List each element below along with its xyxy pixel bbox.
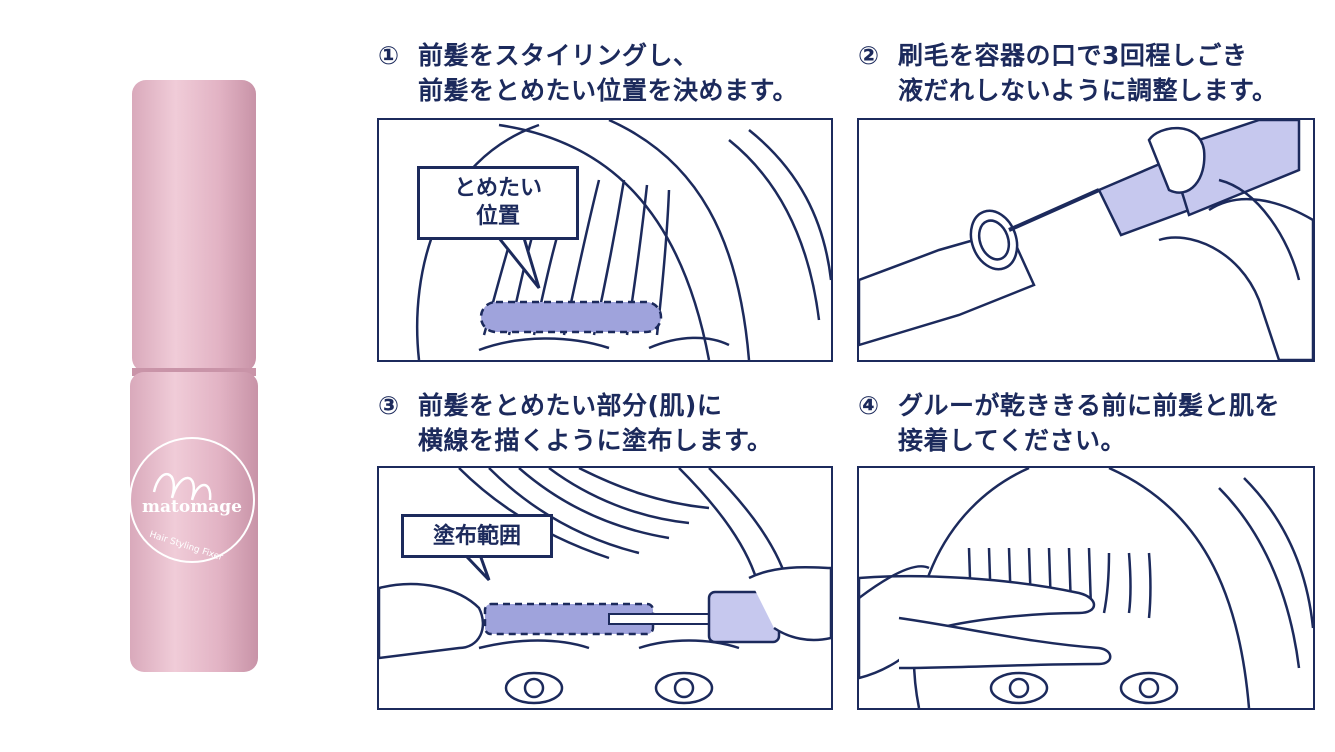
step-1-line2: 前髪をとめたい位置を決めます。: [418, 76, 799, 105]
step-1-number: ①: [378, 41, 400, 70]
brand-logo: matomage: [142, 497, 242, 517]
step-3-panel: 塗布範囲: [377, 466, 833, 710]
step-3-callout: 塗布範囲: [401, 514, 553, 558]
step-1-line1: 前髪をスタイリングし、: [418, 41, 699, 70]
step-3-title: ③ 前髪をとめたい部分(肌)に 横線を描くように塗布します。: [378, 388, 773, 458]
step-2-title: ② 刷毛を容器の口で3回程しごき 液だれしないように調整します。: [858, 38, 1278, 108]
bangs-position-illustration: [415, 120, 831, 360]
step-1-title: ① 前髪をスタイリングし、 前髪をとめたい位置を決めます。: [378, 38, 798, 108]
step-2-panel: [857, 118, 1315, 362]
step-4-line1: グルーが乾ききる前に前髪と肌を: [898, 391, 1281, 420]
brush-bottle-illustration: [859, 120, 1313, 360]
step-2-number: ②: [858, 41, 880, 70]
step-1-callout: とめたい 位置: [417, 166, 579, 240]
apply-glue-illustration: [379, 468, 831, 705]
step-4-line2: 接着してください。: [898, 426, 1127, 455]
product-bottle: matomage Hair Styling Fixer: [120, 60, 270, 700]
step-4-panel: [857, 466, 1315, 710]
step-3-line1: 前髪をとめたい部分(肌)に: [418, 391, 723, 420]
step-3-number: ③: [378, 391, 400, 420]
step-2-line1: 刷毛を容器の口で3回程しごき: [898, 41, 1248, 70]
step-1-panel: とめたい 位置: [377, 118, 833, 362]
press-bangs-illustration: [859, 468, 1313, 708]
step-3-line2: 横線を描くように塗布します。: [418, 426, 773, 455]
step-4-title: ④ グルーが乾ききる前に前髪と肌を 接着してください。: [858, 388, 1280, 458]
step-4-number: ④: [858, 391, 880, 420]
step-2-line2: 液だれしないように調整します。: [898, 76, 1278, 105]
